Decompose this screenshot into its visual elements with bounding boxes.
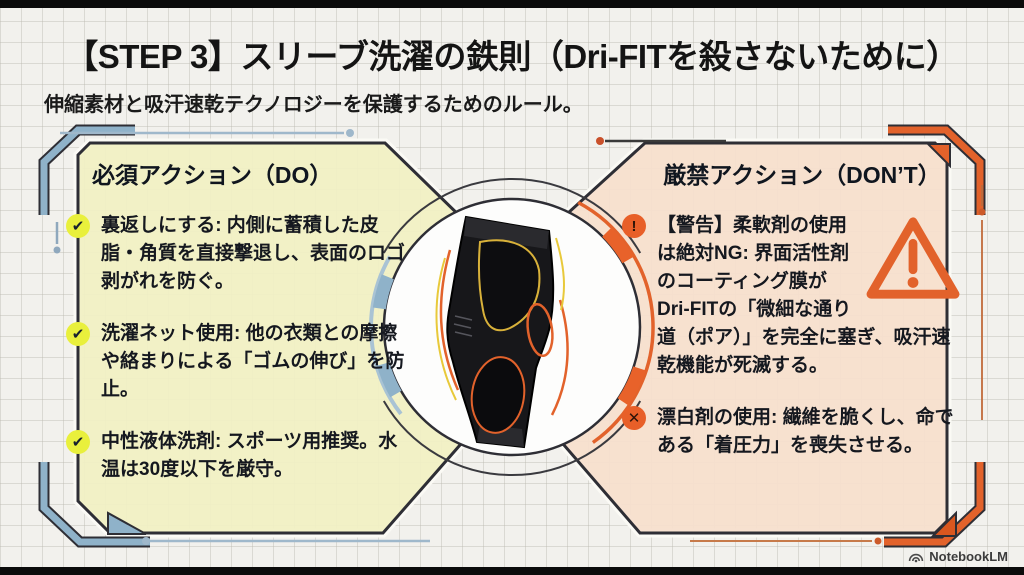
page-subtitle: 伸縮素材と吸汗速乾テクノロジーを保護するためのルール。: [44, 94, 583, 116]
check-icon: ✔: [66, 214, 90, 238]
do-item-text: 洗濯ネット使用: 他の衣類との摩擦や絡まりによる「ゴムの伸び」を防止。: [101, 323, 405, 400]
do-corner-brackets: [38, 124, 430, 548]
do-item: ✔ 裏返しにする: 内側に蓄積した皮脂・角質を直接撃退し、表面のロゴ剥がれを防ぐ…: [66, 212, 426, 296]
check-icon: ✔: [66, 322, 90, 346]
dont-panel-heading: 厳禁アクション（DON’T）: [663, 162, 941, 188]
watermark-label: NotebookLM: [929, 549, 1008, 564]
top-letterbox-bar: [0, 0, 1024, 8]
do-item-text: 中性液体洗剤: スポーツ用推奨。水温は30度以下を厳守。: [101, 431, 398, 480]
do-panel: 必須アクション（DO） ✔ 裏返しにする: 内側に蓄積した皮脂・角質を直接撃退し…: [66, 150, 426, 508]
dont-panel: 厳禁アクション（DON’T） ! 【警告】柔軟剤の使用は絶対NG: 界面活性剤の…: [622, 150, 982, 484]
do-item: ✔ 洗濯ネット使用: 他の衣類との摩擦や絡まりによる「ゴムの伸び」を防止。: [66, 320, 426, 404]
do-panel-shape: [73, 138, 472, 538]
page-title: 【STEP 3】スリーブ洗濯の鉄則（Dri-FITを殺さないために）: [65, 38, 959, 75]
warning-triangle-icon: [866, 217, 960, 299]
dont-item-label: 【警告】柔軟剤の使用は絶対NG: 界面活性剤のコーティング膜がDri-FITの「…: [657, 215, 951, 376]
do-item-text: 裏返しにする: 内側に蓄積した皮脂・角質を直接撃退し、表面のロゴ剥がれを防ぐ。: [101, 215, 406, 292]
check-icon: ✔: [66, 430, 90, 454]
dont-item-text: 【警告】柔軟剤の使用は絶対NG: 界面活性剤のコーティング膜がDri-FITの「…: [657, 212, 963, 380]
cross-icon: ✕: [622, 406, 646, 430]
notebooklm-logo-icon: [909, 553, 924, 562]
bottom-letterbox-bar: [0, 567, 1024, 575]
notebooklm-watermark: NotebookLM: [908, 549, 1008, 564]
sleeve-illustration: [435, 215, 569, 449]
dont-item-text: 漂白剤の使用: 繊維を脆くし、命である「着圧力」を喪失させる。: [657, 407, 954, 456]
dont-item: ✕ 漂白剤の使用: 繊維を脆くし、命である「着圧力」を喪失させる。: [622, 404, 982, 460]
do-panel-heading: 必須アクション（DO）: [92, 162, 333, 188]
dont-item: ! 【警告】柔軟剤の使用は絶対NG: 界面活性剤のコーティング膜がDri-FIT…: [622, 212, 982, 380]
dont-corner-brackets: [596, 124, 986, 548]
exclamation-icon: !: [622, 214, 646, 238]
do-item: ✔ 中性液体洗剤: スポーツ用推奨。水温は30度以下を厳守。: [66, 428, 426, 484]
